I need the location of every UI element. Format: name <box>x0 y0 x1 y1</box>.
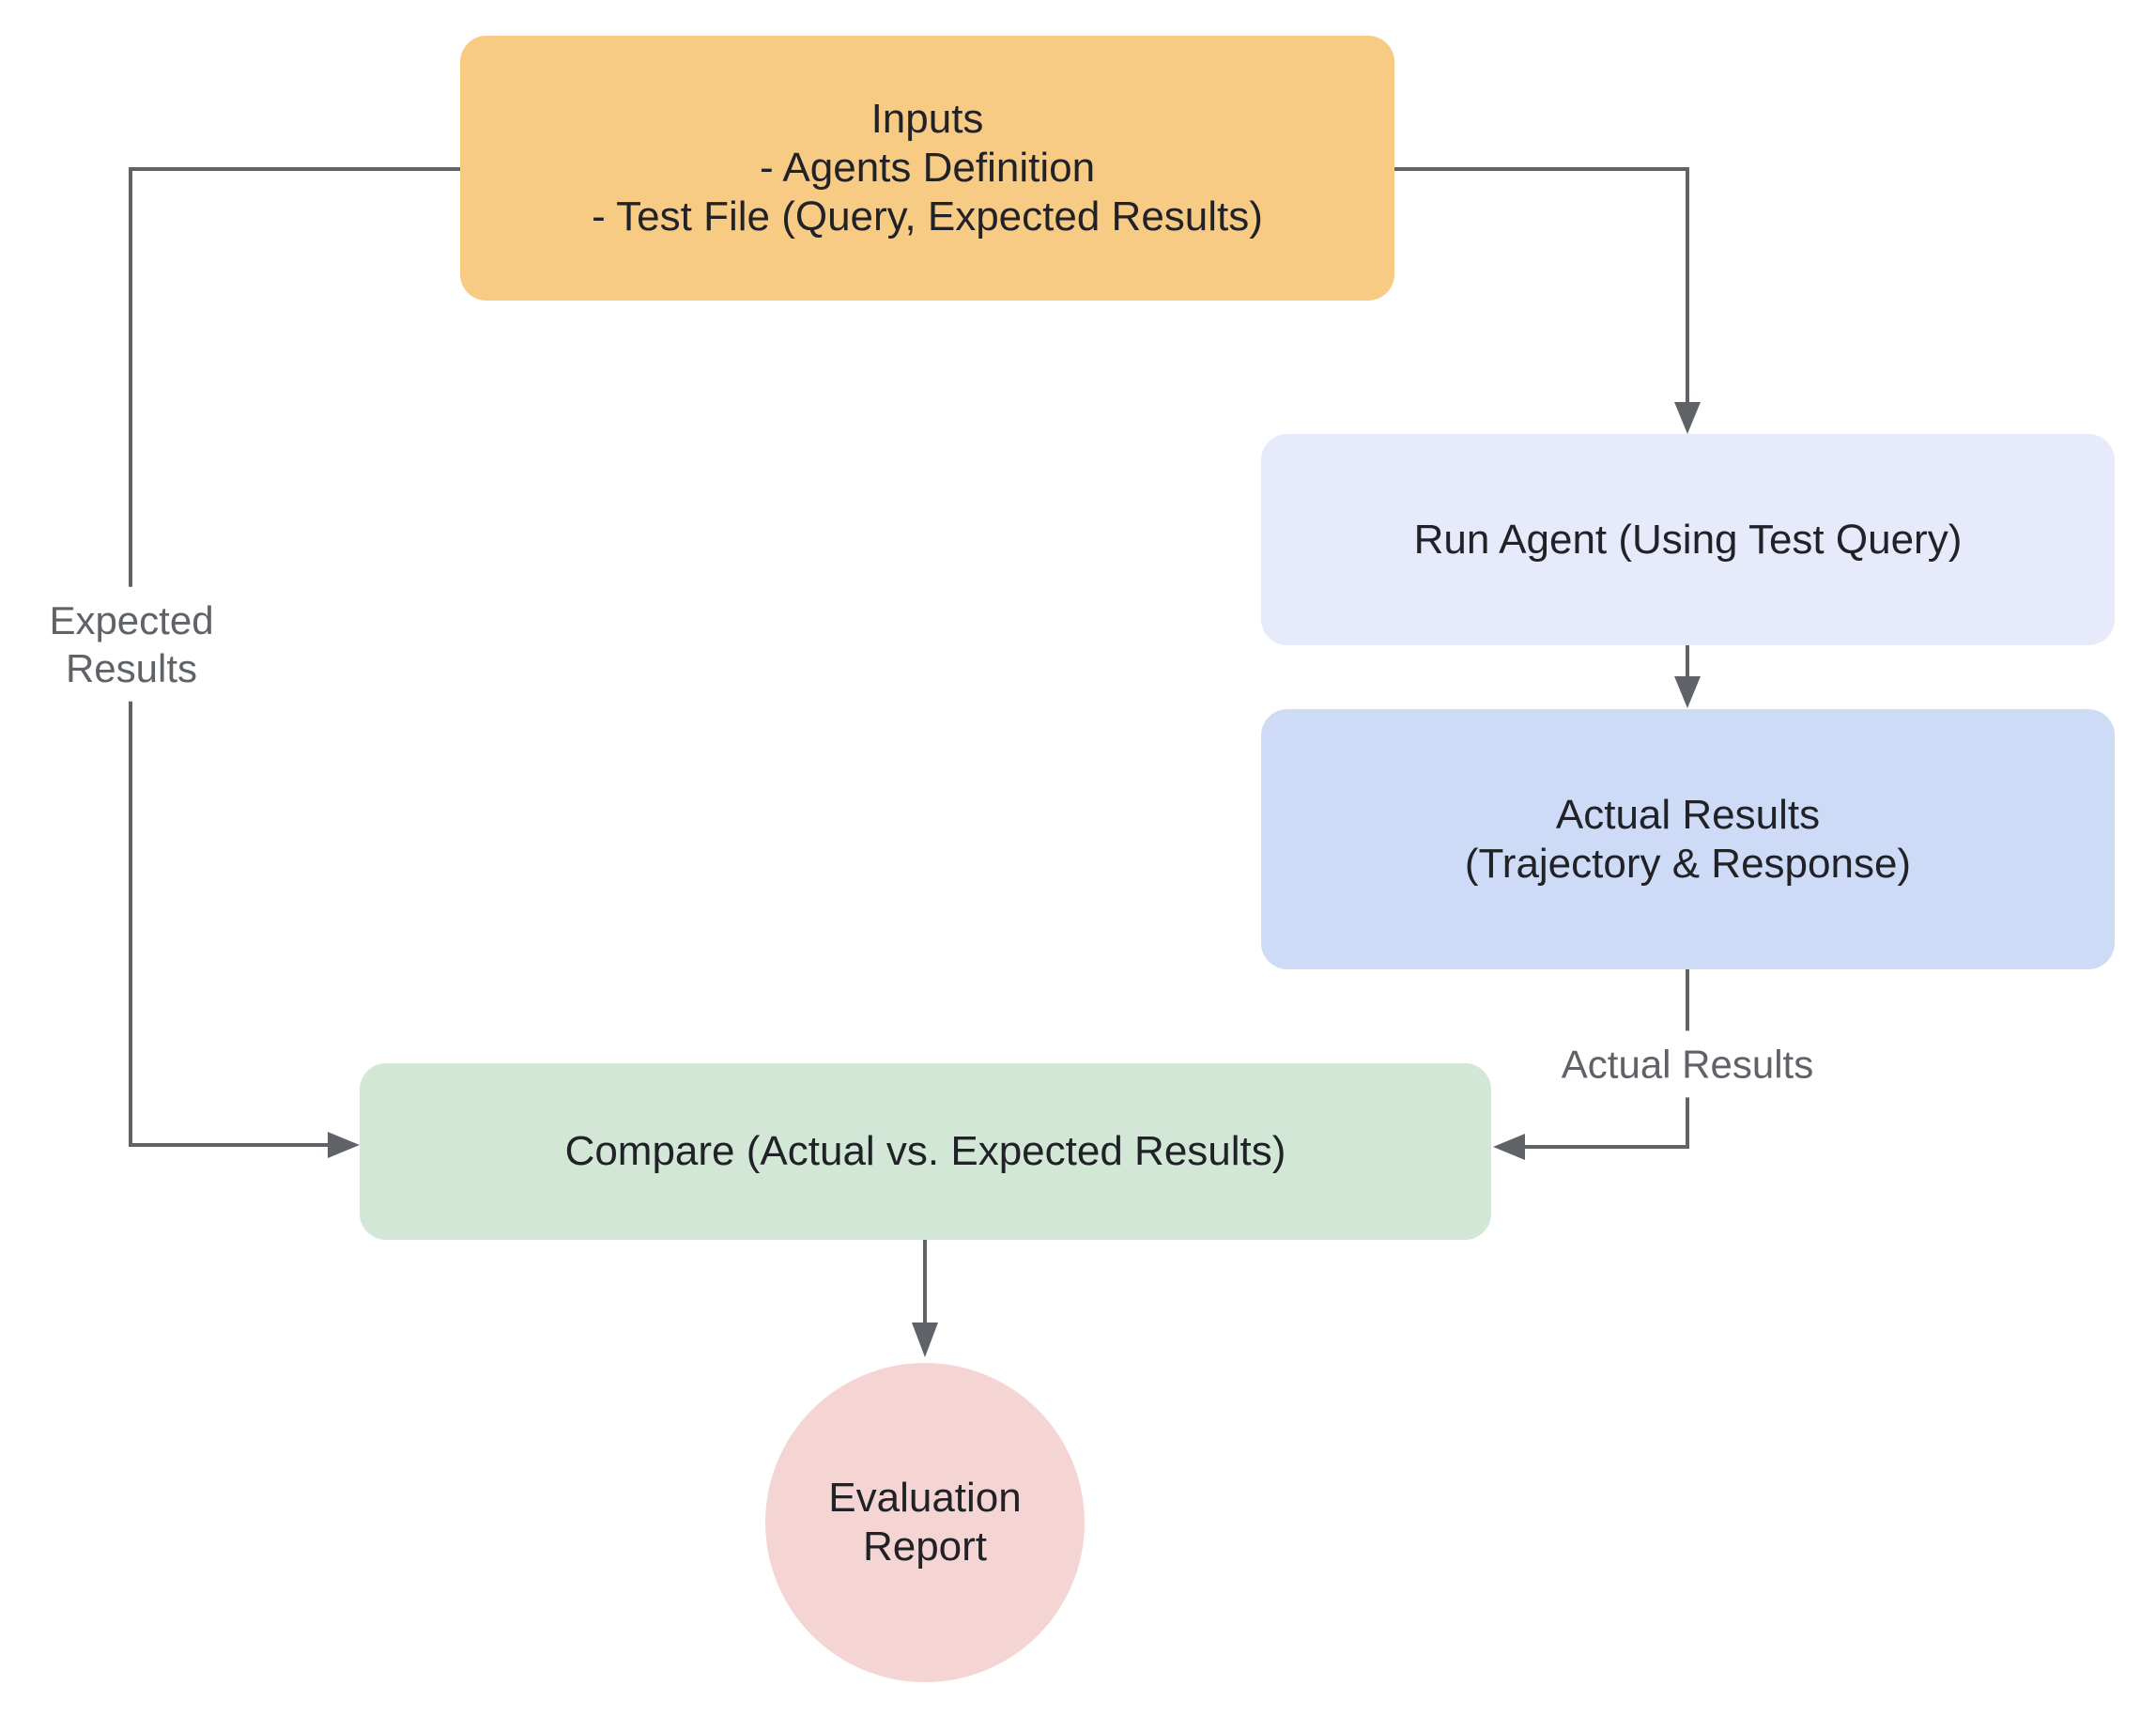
edge-label-expected-results-line-1: Expected <box>49 597 214 642</box>
evaluation-report-node: Evaluation Report <box>765 1363 1085 1682</box>
actual-results-line-1: Actual Results <box>1555 791 1821 838</box>
inputs-node: Inputs - Agents Definition - Test File (… <box>460 36 1394 301</box>
evaluation-report-line-1: Evaluation <box>828 1475 1022 1522</box>
inputs-bullet-agents-definition: - Agents Definition <box>759 145 1096 192</box>
run-agent-label: Run Agent (Using Test Query) <box>1413 516 1963 563</box>
actual-results-line-2: (Trajectory & Response) <box>1464 840 1912 887</box>
edge-label-actual-results: Actual Results <box>1553 1030 1822 1098</box>
edge-label-expected-results-line-2: Results <box>65 646 198 690</box>
compare-node: Compare (Actual vs. Expected Results) <box>360 1063 1491 1240</box>
edge-inputs-to-run-agent-arrowhead <box>1674 402 1701 434</box>
edge-inputs-to-compare-arrowhead <box>328 1132 360 1158</box>
inputs-bullet-test-file: - Test File (Query, Expected Results) <box>592 193 1263 240</box>
actual-results-node: Actual Results (Trajectory & Response) <box>1261 709 2115 969</box>
edge-label-expected-results: Expected Results <box>41 586 222 703</box>
inputs-title: Inputs <box>870 96 984 143</box>
edge-actual-results-to-compare <box>1523 969 1689 1149</box>
compare-label: Compare (Actual vs. Expected Results) <box>564 1128 1286 1175</box>
edge-inputs-to-run-agent <box>1394 167 1689 404</box>
edge-compare-to-report-arrowhead <box>912 1323 938 1357</box>
run-agent-node: Run Agent (Using Test Query) <box>1261 434 2115 645</box>
edge-actual-results-to-compare-arrowhead <box>1493 1134 1525 1160</box>
edge-run-agent-to-actual-results-arrowhead <box>1674 676 1701 708</box>
evaluation-report-line-2: Report <box>862 1524 988 1570</box>
